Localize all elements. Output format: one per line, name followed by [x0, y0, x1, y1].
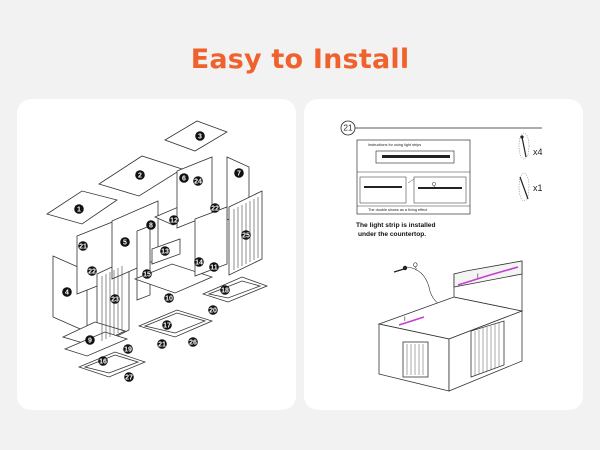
svg-text:21: 21 [158, 342, 166, 349]
svg-text:Q: Q [432, 182, 436, 188]
part-badge: 2 [135, 170, 145, 180]
svg-text:5: 5 [123, 240, 127, 247]
light-strip-highlight: I I [398, 266, 519, 326]
svg-text:8: 8 [149, 223, 153, 230]
svg-text:18: 18 [221, 288, 229, 295]
svg-text:Instructions for using light s: Instructions for using light strips [368, 143, 421, 147]
part-badge: 13 [160, 246, 170, 256]
lighting-diagram: 21 Instructions for using light strips T… [340, 120, 543, 392]
svg-text:Q: Q [413, 263, 418, 269]
part-badge: 22 [210, 203, 220, 213]
caption-line-2: under the countertop. [358, 231, 426, 238]
part-badge: 21 [78, 241, 88, 251]
tv-stand-drawing [377, 260, 524, 392]
svg-text:6: 6 [182, 176, 186, 183]
part-badge: 24 [193, 176, 203, 186]
svg-text:21: 21 [79, 244, 87, 251]
part-badge: 20 [208, 305, 218, 315]
part-badge: 7 [234, 168, 244, 178]
part-badge: 26 [188, 337, 198, 347]
part-badge: 19 [123, 344, 133, 354]
svg-text:The double shows as a fixing e: The double shows as a fixing effect [368, 208, 428, 212]
step-number-badge: 21 [340, 120, 356, 136]
svg-text:1: 1 [77, 207, 81, 214]
svg-text:4: 4 [65, 290, 69, 297]
screw-part: x4 [518, 132, 543, 160]
svg-text:2: 2 [138, 173, 142, 180]
part-badge: 5 [120, 237, 130, 247]
svg-text:22: 22 [88, 269, 96, 276]
part-badge: 16 [98, 356, 108, 366]
page-title: Easy to Install [190, 44, 410, 75]
svg-text:21: 21 [344, 124, 353, 133]
part-badge: 27 [124, 372, 134, 382]
svg-text:11: 11 [210, 265, 218, 272]
instruction-panel: Instructions for using light strips The … [356, 139, 471, 215]
svg-text:12: 12 [170, 218, 178, 225]
part-badge: 23 [110, 294, 120, 304]
svg-text:20: 20 [209, 308, 217, 315]
svg-text:19: 19 [124, 347, 132, 354]
svg-text:7: 7 [237, 171, 241, 178]
svg-text:17: 17 [163, 323, 171, 330]
svg-text:3: 3 [198, 134, 202, 141]
part-badge: 1 [74, 204, 84, 214]
svg-text:x4: x4 [533, 147, 543, 157]
part-badge: 3 [195, 131, 205, 141]
tv-stand-slats [406, 323, 500, 375]
lighting-instructions-card: 21 Instructions for using light strips T… [304, 99, 583, 410]
part-badge: 21 [157, 339, 167, 349]
svg-text:22: 22 [211, 206, 219, 213]
svg-text:15: 15 [143, 272, 151, 279]
part-badge: 25 [241, 230, 251, 240]
svg-text:I: I [404, 317, 406, 323]
svg-text:14: 14 [195, 260, 203, 267]
part-badge: 8 [146, 220, 156, 230]
part-badge: 22 [87, 266, 97, 276]
part-badge: 11 [209, 262, 219, 272]
part-badge: 17 [162, 320, 172, 330]
part-badge: 6 [179, 173, 189, 183]
assembly-diagram-card: 1 2 3 4 5 6 7 8 9 10 11 12 13 14 15 16 1… [17, 99, 296, 410]
svg-text:24: 24 [194, 179, 202, 186]
part-badge: 12 [169, 215, 179, 225]
part-badge: 4 [62, 287, 72, 297]
part-badge: 10 [164, 293, 174, 303]
part-badge: 9 [85, 335, 95, 345]
svg-text:x1: x1 [533, 183, 543, 193]
svg-text:13: 13 [161, 249, 169, 256]
assembly-diagram: 1 2 3 4 5 6 7 8 9 10 11 12 13 14 15 16 1… [46, 120, 269, 382]
part-badge: 15 [142, 269, 152, 279]
part-badge: 18 [220, 285, 230, 295]
svg-text:27: 27 [125, 375, 133, 382]
svg-text:26: 26 [189, 340, 197, 347]
plinth-right-inner [207, 280, 262, 299]
part-badge: 14 [194, 257, 204, 267]
svg-text:23: 23 [111, 297, 119, 304]
part-number-badges: 1 2 3 4 5 6 7 8 9 10 11 12 13 14 15 16 1… [62, 131, 251, 382]
svg-text:16: 16 [99, 359, 107, 366]
center-upright [136, 225, 151, 301]
svg-text:25: 25 [242, 233, 250, 240]
svg-text:10: 10 [165, 296, 173, 303]
light-strip-remote-part: x1 [518, 172, 543, 202]
center-mid-shelf [133, 263, 214, 294]
svg-text:I: I [477, 274, 479, 280]
center-back-panel [111, 200, 159, 280]
caption-line-1: The light strip is installed [356, 222, 436, 229]
svg-text:9: 9 [88, 338, 92, 345]
plinth-center-inner [143, 312, 207, 334]
